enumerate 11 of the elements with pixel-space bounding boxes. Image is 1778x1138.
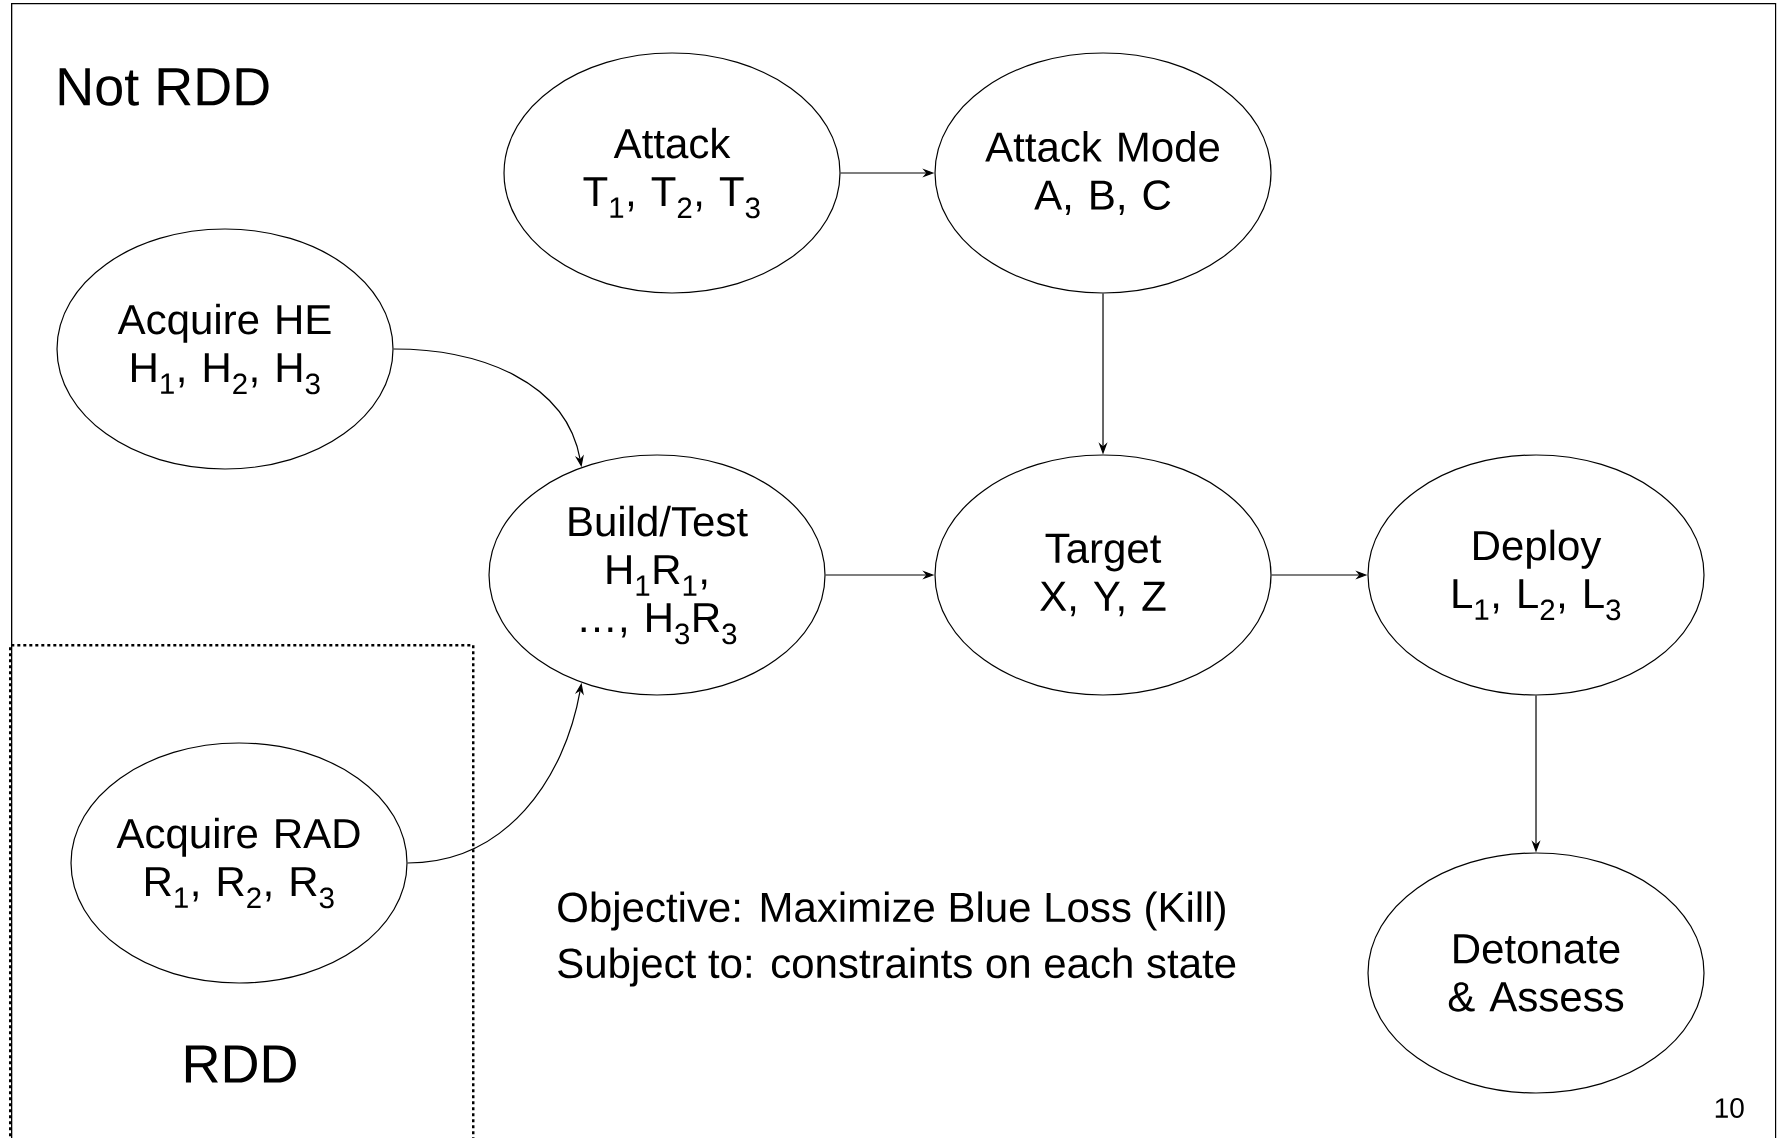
ellipse-node: Attack T$_{1}$, T$_{2}$, T$_{3}$	[503, 52, 841, 294]
objective-text: Objective: Maximize Blue Loss (Kill)	[558, 891, 1225, 931]
ellipse-node: Deploy L$_{1}$, L$_{2}$, L$_{3}$	[1367, 454, 1705, 696]
ellipse-node: Build/Test H$_{1}$R$_{1}$, …, H$_{3}$R$_{3}$	[488, 454, 826, 696]
page-number: 10	[1715, 1098, 1744, 1118]
objective-text: Subject to: constraints on each state	[558, 947, 1236, 987]
ellipse-node: Target X, Y, Z	[934, 454, 1272, 696]
ellipse-node: Attack Mode A, B, C	[934, 52, 1272, 294]
ellipse-node: Acquire RAD R$_{1}$, R$_{2}$, R$_{3}$	[70, 742, 408, 984]
ellipse-node: Detonate & Assess	[1367, 852, 1705, 1094]
ellipse-node: Acquire HE H$_{1}$, H$_{2}$, H$_{3}$	[56, 228, 394, 470]
